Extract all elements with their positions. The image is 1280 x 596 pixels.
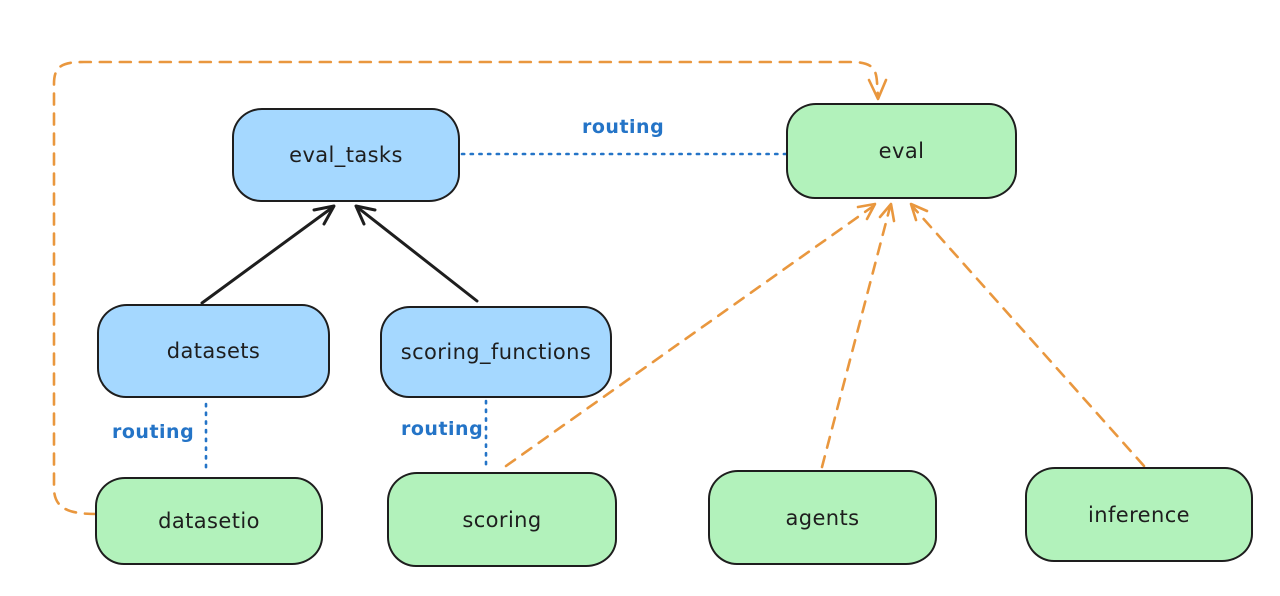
node-scoring-functions: scoring_functions [380,306,612,398]
arrowhead-datasetio-to-eval [867,78,888,101]
edge-agents-to-eval-dashed [820,205,892,469]
edge-inference-to-eval-dashed [911,205,1146,468]
arrowhead-agents-to-eval [878,202,896,223]
edge-datasetio-to-eval-dashed [52,60,880,516]
edge-scoring-to-eval-dashed [504,205,874,468]
node-inference-label: inference [1088,502,1190,527]
node-eval: eval [786,103,1017,199]
arrowhead-datasets-to-eval-tasks [312,204,336,226]
node-agents: agents [708,470,937,565]
node-agents-label: agents [785,505,860,530]
edge-scoring-functions-to-eval-tasks [355,205,479,303]
node-datasets-label: datasets [166,339,261,363]
arrowhead-scoring-functions-to-eval-tasks [354,204,377,226]
edge-datasets-to-eval-tasks [200,205,335,305]
node-datasetio: datasetio [95,477,323,565]
node-datasets: datasets [97,304,330,398]
arrowhead-inference-to-eval [909,202,929,222]
edge-label-routing-eval-tasks-eval: routing [582,116,665,138]
edge-label-routing-datasets-datasetio: routing [112,421,195,443]
arrowhead-scoring-to-eval [856,202,877,221]
node-scoring-functions-label: scoring_functions [400,340,592,364]
node-inference: inference [1025,467,1253,562]
edge-label-routing-scoring-functions-scoring: routing [401,418,484,440]
node-eval-tasks-label: eval_tasks [289,143,403,167]
node-scoring-label: scoring [462,507,542,532]
node-eval-tasks: eval_tasks [232,108,460,202]
node-eval-label: eval [878,139,925,163]
node-datasetio-label: datasetio [158,509,260,533]
node-scoring: scoring [387,472,617,567]
